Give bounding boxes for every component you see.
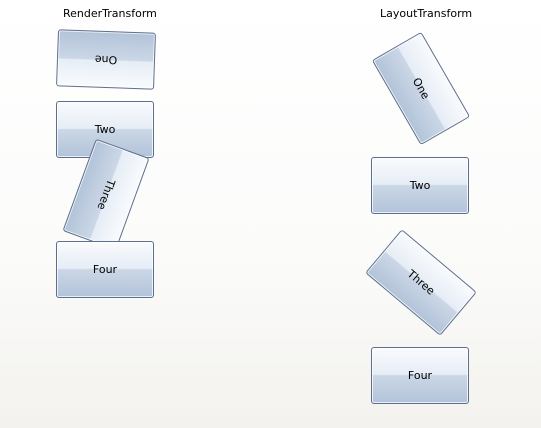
layout-button-three[interactable]: Three [365, 229, 477, 336]
render-button-four[interactable]: Four [56, 241, 154, 298]
layout-transform-title: LayoutTransform [380, 7, 473, 20]
layout-button-two[interactable]: Two [371, 157, 469, 214]
render-transform-title: RenderTransform [63, 7, 157, 20]
render-button-one[interactable]: One [56, 29, 156, 90]
layout-button-four[interactable]: Four [371, 347, 469, 404]
layout-button-one[interactable]: One [371, 31, 471, 146]
